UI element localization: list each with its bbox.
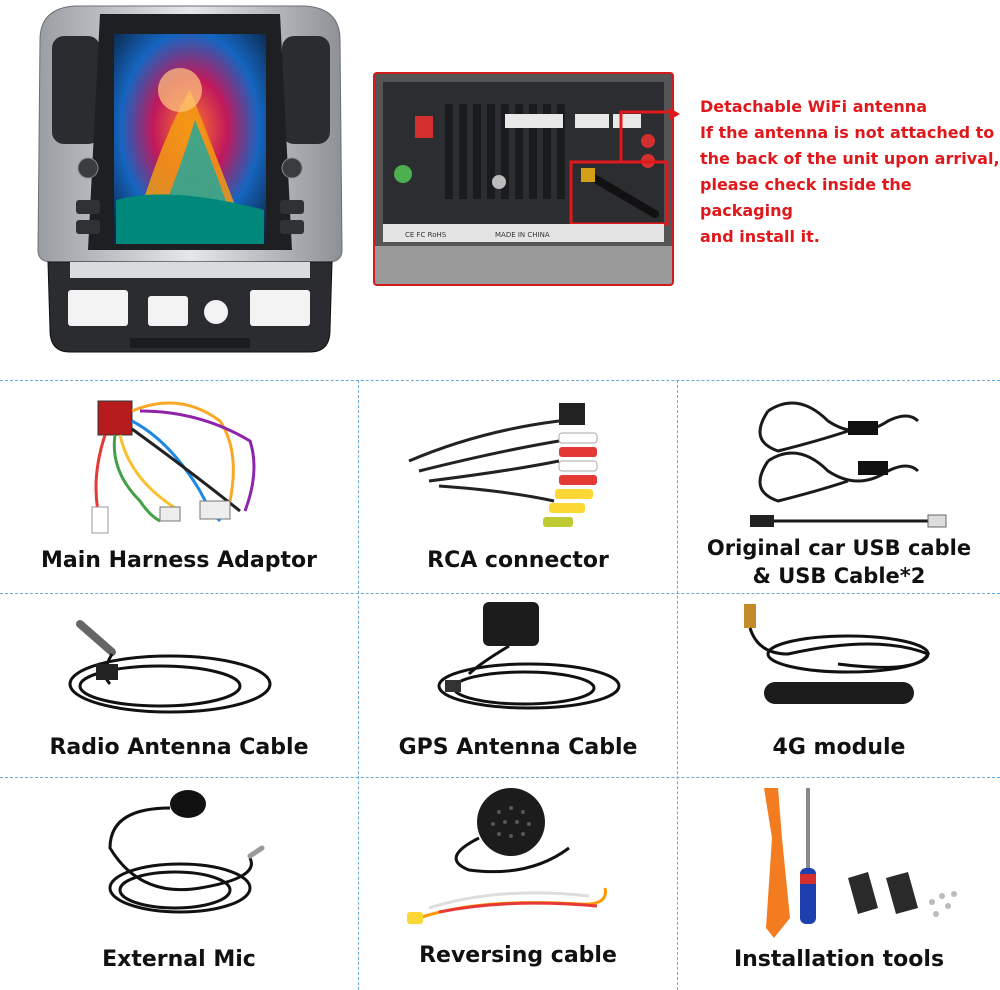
- accessory-usb-cables: Original car USB cable & USB Cable*2: [678, 381, 1000, 593]
- rear-origin-text: MADE IN CHINA: [495, 231, 550, 239]
- radio-antenna-icon: [68, 620, 272, 714]
- callout-line-1: If the antenna is not attached to: [700, 123, 995, 142]
- label-usb-line-1: Original car USB cable: [706, 536, 972, 560]
- head-unit-image: [30, 0, 350, 365]
- label-4g-module: 4G module: [772, 735, 906, 760]
- callout-line-4: and install it.: [700, 227, 820, 246]
- callout-line-3: please check inside the packaging: [700, 175, 912, 220]
- tools-icon: [764, 788, 957, 938]
- rear-cert-text: CE FC RoHS: [405, 231, 447, 239]
- divider-v-1: [358, 380, 359, 990]
- label-external-mic: External Mic: [102, 947, 256, 972]
- accessory-main-harness: Main Harness Adaptor: [0, 381, 358, 593]
- callout-title: Detachable WiFi antenna: [700, 97, 927, 116]
- callout-arrow-icon: [670, 108, 680, 120]
- accessory-external-mic: External Mic: [0, 778, 358, 990]
- 4g-module-icon: [744, 604, 931, 704]
- wifi-antenna-note: Detachable WiFi antenna If the antenna i…: [700, 94, 1000, 250]
- rca-cable-icon: [408, 403, 598, 527]
- accessory-rca-connector: RCA connector: [359, 381, 677, 593]
- divider-h-3: [0, 777, 1000, 778]
- divider-h-1: [0, 380, 1000, 381]
- label-main-harness: Main Harness Adaptor: [41, 548, 317, 573]
- rear-unit-photo: CE FC RoHS MADE IN CHINA: [373, 72, 674, 286]
- callout-line-2: the back of the unit upon arrival,: [700, 149, 1000, 168]
- label-radio-antenna: Radio Antenna Cable: [49, 735, 309, 760]
- accessory-installation-tools: Installation tools: [678, 778, 1000, 990]
- accessory-reversing-cable: Reversing cable: [359, 778, 677, 990]
- accessory-radio-antenna: Radio Antenna Cable: [0, 594, 358, 777]
- microphone-icon: [108, 790, 265, 914]
- harness-icon: [91, 400, 256, 534]
- label-rca-connector: RCA connector: [427, 548, 609, 573]
- label-reversing-cable: Reversing cable: [419, 943, 617, 968]
- label-installation-tools: Installation tools: [733, 947, 945, 972]
- accessory-4g-module: 4G module: [678, 594, 1000, 777]
- divider-h-2: [0, 593, 1000, 594]
- accessory-gps-antenna: GPS Antenna Cable: [359, 594, 677, 777]
- divider-v-2: [677, 380, 678, 990]
- reversing-cable-icon: [407, 788, 607, 924]
- label-usb-line-2: & USB Cable*2: [752, 564, 926, 588]
- gps-antenna-icon: [437, 602, 621, 710]
- label-gps-antenna: GPS Antenna Cable: [398, 735, 638, 760]
- usb-cable-icon: [750, 401, 947, 528]
